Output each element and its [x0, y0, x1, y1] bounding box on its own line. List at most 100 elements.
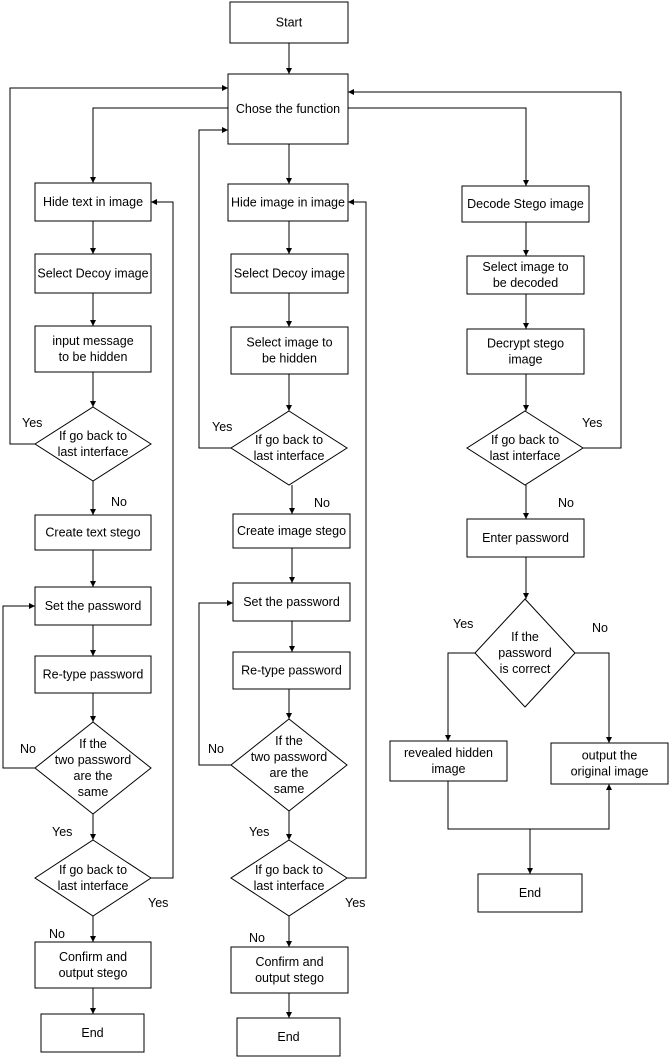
node-label: Chose the function — [236, 102, 340, 116]
node-retype-1: Re-type password — [34, 655, 152, 694]
connector-arrow — [90, 107, 230, 183]
edge-label-yes-same1: Yes — [52, 825, 72, 839]
process-box — [461, 185, 590, 223]
node-label: output stego — [59, 966, 128, 980]
edge-label-yes-gb1: Yes — [22, 416, 42, 430]
node-create-text: Create text stego — [34, 514, 152, 551]
process-box — [466, 328, 585, 375]
node-label: If the — [511, 630, 539, 644]
edge-label-no-gb5: No — [558, 496, 574, 510]
process-box — [232, 582, 351, 622]
process-box — [232, 513, 351, 549]
process-box — [230, 253, 349, 294]
node-label: Start — [276, 16, 303, 30]
edge-label-yes-gb2: Yes — [148, 896, 168, 910]
node-label: revealed hidden — [404, 746, 493, 760]
connector-arrow — [348, 89, 622, 449]
node-hide-text: Hide text in image — [34, 182, 152, 222]
process-box — [477, 873, 583, 913]
decision-diamond — [474, 598, 576, 708]
node-label: End — [277, 1030, 299, 1044]
edge-label-no-same1: No — [20, 742, 36, 756]
node-setpw-1: Set the password — [34, 586, 152, 626]
node-confirm-2: Confirm and output stego — [230, 946, 349, 994]
node-label: Enter password — [482, 531, 569, 545]
node-end-2: End — [236, 1017, 341, 1057]
node-label: Create image stego — [237, 524, 346, 538]
decision-diamond — [230, 718, 348, 812]
node-label: last interface — [254, 449, 325, 463]
connector-arrow — [348, 107, 529, 186]
process-box — [230, 946, 349, 994]
node-hide-image: Hide image in image — [227, 183, 349, 222]
node-start: Start — [229, 1, 349, 44]
edge-label-yes-correct: Yes — [453, 617, 473, 631]
edge-label-yes-gb4: Yes — [345, 896, 365, 910]
node-label: are the — [270, 766, 309, 780]
node-label: same — [274, 782, 305, 796]
node-label: image — [508, 353, 542, 367]
process-box — [34, 941, 152, 989]
node-label: End — [81, 1026, 103, 1040]
node-label: image — [431, 762, 465, 776]
node-end-1: End — [40, 1013, 145, 1053]
process-box — [34, 253, 152, 294]
edge-label-no-correct: No — [592, 621, 608, 635]
process-box — [34, 182, 152, 222]
node-label: Hide image in image — [231, 196, 345, 210]
process-box — [229, 1, 349, 44]
node-setpw-2: Set the password — [232, 582, 351, 622]
edge-label-yes-same2: Yes — [249, 825, 269, 839]
node-label: Select Decoy image — [234, 267, 345, 281]
decision-diamond — [34, 721, 152, 815]
decision-diamond — [230, 839, 348, 917]
connector-arrow — [2, 603, 35, 769]
node-label: output stego — [255, 971, 324, 985]
node-label: Set the password — [243, 595, 340, 609]
node-label: Create text stego — [45, 526, 140, 540]
node-label: If the — [79, 737, 107, 751]
connector-arrow — [9, 85, 228, 445]
node-label: are the — [74, 769, 113, 783]
node-label: Decrypt stego — [487, 337, 564, 351]
node-label: two password — [55, 753, 131, 767]
node-label: same — [78, 785, 109, 799]
process-box — [230, 326, 349, 375]
edge-label-no-gb2: No — [49, 927, 65, 941]
node-label: password — [498, 646, 552, 660]
node-label: If go back to — [491, 433, 559, 447]
node-label: If go back to — [59, 429, 127, 443]
node-label: Select image to — [246, 336, 332, 350]
edge-label-no-same2: No — [208, 742, 224, 756]
node-label: last interface — [254, 879, 325, 893]
edge-label-yes-gb5: Yes — [582, 416, 602, 430]
process-box — [227, 73, 349, 145]
edge-label-yes-gb3: Yes — [212, 420, 232, 434]
node-goback-5: If go back to last interface — [466, 410, 584, 486]
node-decoy-1: Select Decoy image — [34, 253, 152, 294]
process-box — [34, 514, 152, 551]
connector-arrow — [575, 652, 612, 743]
node-revealed: revealed hidden image — [389, 740, 508, 782]
decision-diamond — [34, 406, 152, 482]
process-box — [34, 655, 152, 694]
node-label: Re-type password — [241, 664, 342, 678]
node-label: to be hidden — [59, 350, 128, 364]
connector-arrow — [347, 199, 367, 879]
node-label: Confirm and — [255, 955, 323, 969]
node-label: End — [519, 886, 541, 900]
node-decrypt: Decrypt stego image — [466, 328, 585, 375]
node-label: last interface — [58, 879, 129, 893]
node-enter-pw: Enter password — [466, 518, 585, 558]
node-label: last interface — [490, 449, 561, 463]
process-box — [466, 518, 585, 558]
